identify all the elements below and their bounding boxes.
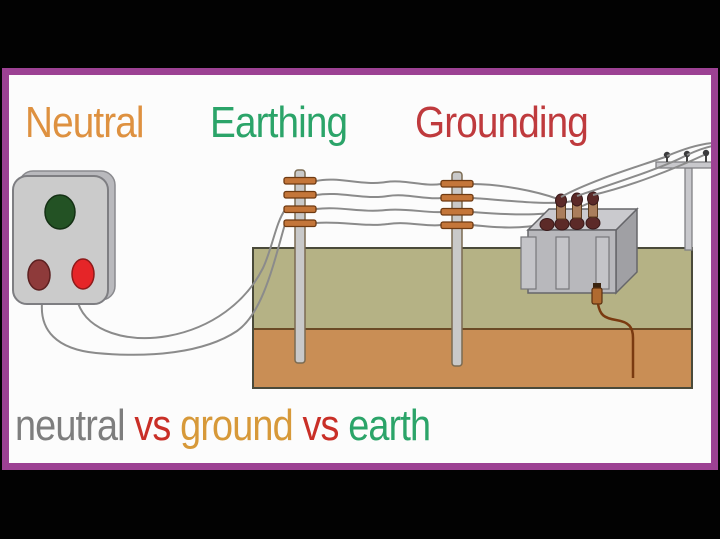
- cooling-fin: [520, 236, 537, 290]
- hv-wire-stub-1: [666, 142, 711, 157]
- service-pole: [684, 167, 693, 251]
- distribution-transformer: [520, 191, 639, 295]
- span-wire-2: [315, 192, 442, 200]
- three-pin-socket: [12, 170, 116, 305]
- letterbox-bottom: [0, 470, 720, 539]
- insulator: [283, 190, 317, 199]
- earthing-rod-pole-1: [283, 169, 317, 364]
- soil-outline: [252, 247, 693, 389]
- span-wire-1: [315, 178, 442, 186]
- insulator: [440, 207, 474, 216]
- span-wire-4: [315, 221, 442, 227]
- cooling-fin: [555, 236, 570, 290]
- hv-wire-1: [560, 156, 666, 198]
- insulator: [283, 176, 317, 185]
- caption-ground: ground: [180, 401, 294, 450]
- earth-clamp-cap: [593, 283, 601, 289]
- lv-bushing: [569, 217, 585, 230]
- bushing-cap: [555, 193, 567, 208]
- insulator: [283, 205, 317, 214]
- title-neutral: Neutral: [25, 98, 145, 147]
- caption-earth: earth: [348, 401, 431, 450]
- earthing-rod-pole-2: [440, 171, 474, 367]
- caption: neutral vs ground vs earth: [15, 401, 431, 450]
- lv-bushing: [585, 216, 601, 230]
- pole-1-rod: [294, 169, 306, 364]
- hv-feed-wires: [560, 142, 711, 198]
- lv-bushing: [554, 217, 570, 231]
- cooling-fin: [595, 236, 610, 290]
- hv-wire-stub-2: [686, 145, 711, 156]
- insulator: [440, 179, 474, 188]
- live-pin-hole: [71, 258, 95, 290]
- overhead-wires: [315, 178, 442, 227]
- span-wire-3: [315, 207, 442, 214]
- earth-wire: [596, 303, 635, 378]
- lv-bushing: [539, 218, 555, 231]
- drop-wire-1: [471, 183, 559, 200]
- electrical-diagram: [12, 142, 711, 389]
- socket-wires: [40, 209, 286, 356]
- neutral-wire: [77, 209, 286, 340]
- insulator: [440, 193, 474, 202]
- hv-wire-2: [576, 155, 686, 197]
- earth-clamp: [591, 287, 603, 305]
- title-earthing: Earthing: [210, 98, 348, 147]
- hv-wire-3: [592, 154, 705, 196]
- diagram-panel: Neutral Earthing Grounding: [2, 68, 718, 470]
- earthing-conductor: [591, 283, 635, 378]
- pin-insulator: [702, 149, 710, 157]
- caption-neutral: neutral: [15, 401, 126, 450]
- pole-2-rod: [451, 171, 463, 367]
- earth-wire-to-pole: [40, 223, 286, 356]
- subsoil-layer: [253, 329, 692, 388]
- bushing-cap: [571, 192, 583, 207]
- caption-vs-2: vs: [302, 401, 339, 450]
- letterbox-top: [0, 0, 720, 68]
- insulator: [440, 221, 474, 230]
- insulator: [283, 219, 317, 228]
- title-grounding: Grounding: [415, 98, 589, 147]
- caption-vs-1: vs: [134, 401, 171, 450]
- neutral-pin-hole: [27, 259, 51, 291]
- earth-pin-hole: [44, 194, 76, 230]
